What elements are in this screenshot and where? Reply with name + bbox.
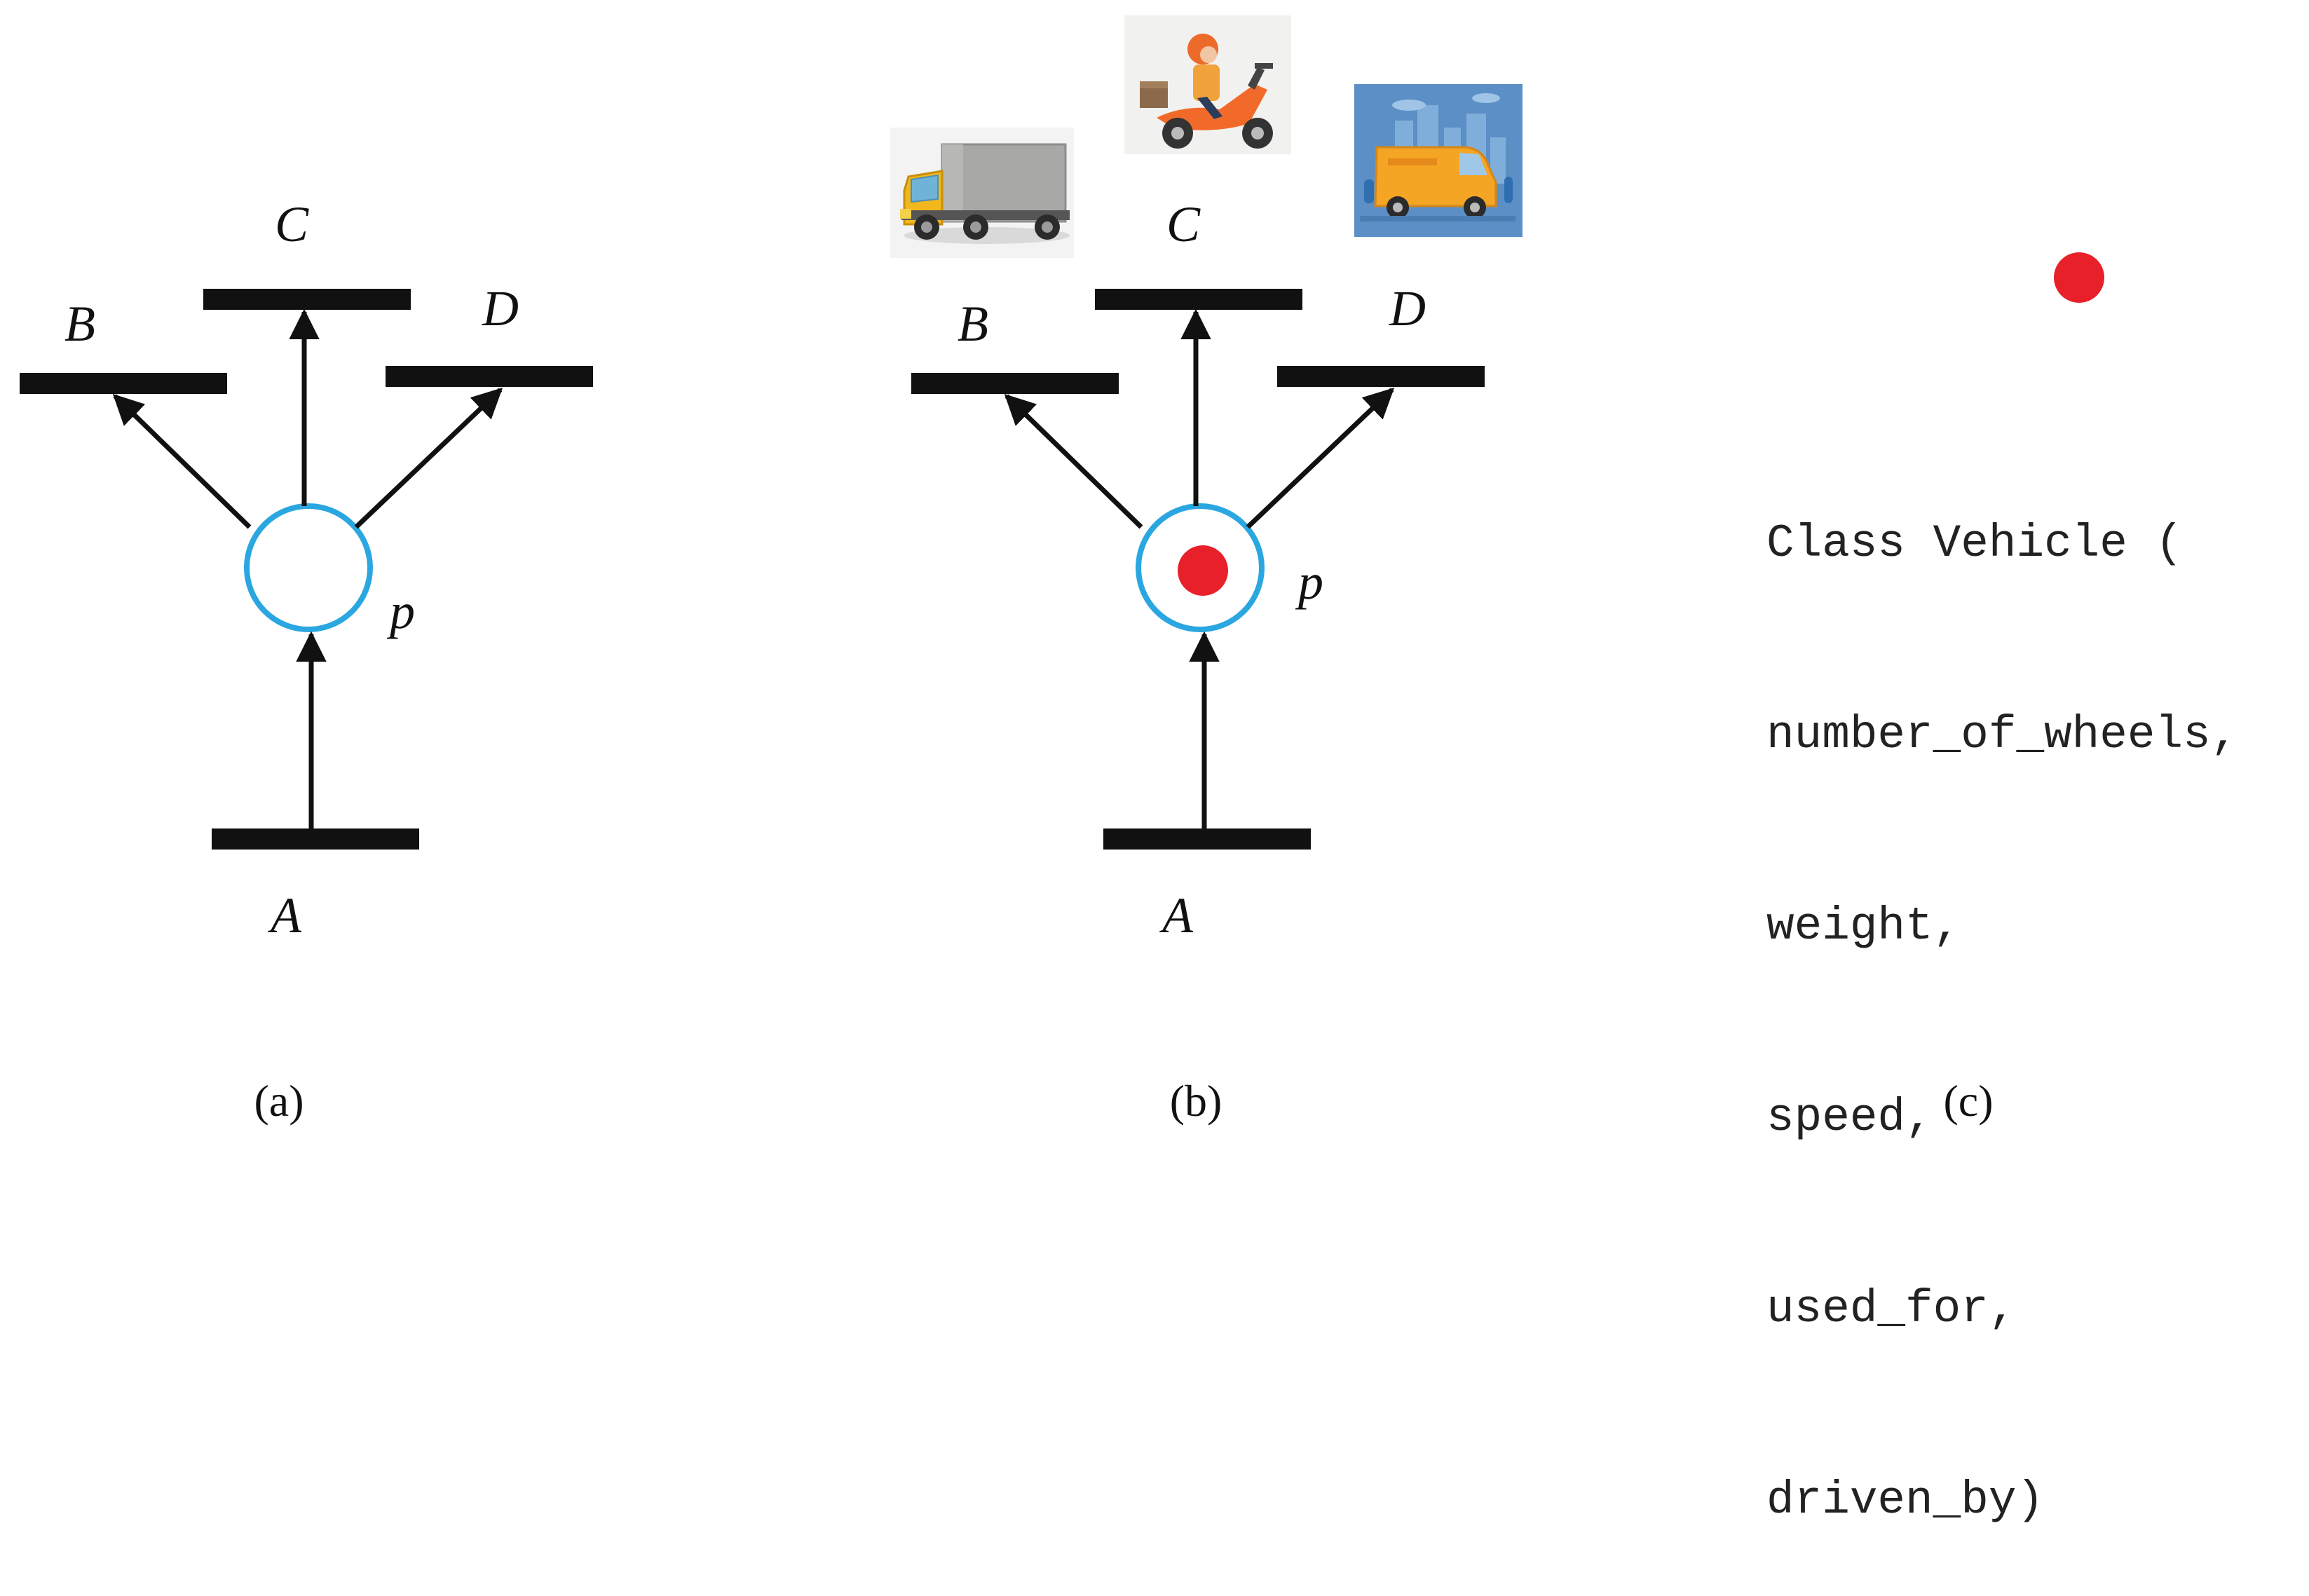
label-c: C <box>275 196 309 252</box>
code-line: number_of_wheels, <box>1766 709 2239 761</box>
caption-a: (a) <box>254 1076 304 1126</box>
code-line: used_for, <box>1766 1283 2017 1335</box>
label-b: B <box>64 296 95 352</box>
token <box>2054 252 2104 303</box>
class-definition-code: Class Vehicle ( number_of_wheels, weight… <box>1766 384 2238 1596</box>
transition-c <box>1095 289 1302 310</box>
transition-b <box>911 373 1119 394</box>
code-line: speed, <box>1766 1091 1933 1144</box>
label-a: A <box>268 887 302 943</box>
petri-net-figure: B C D p A (a) B C D p A <box>20 15 2104 1126</box>
token <box>1178 545 1228 596</box>
transition-b <box>20 373 227 394</box>
code-line: Class Vehicle ( <box>1766 517 2184 570</box>
label-d: D <box>482 280 519 336</box>
caption-c: (c) <box>1943 1076 1993 1126</box>
transition-d <box>386 366 593 387</box>
delivery-scooter-icon <box>1124 15 1291 154</box>
label-a: A <box>1159 887 1194 943</box>
transition-a <box>212 828 419 850</box>
label-p: p <box>1295 554 1323 610</box>
panel-c: (c) <box>1943 252 2104 1126</box>
label-c: C <box>1166 196 1201 252</box>
label-b: B <box>958 296 988 352</box>
delivery-van-icon <box>1354 84 1523 237</box>
code-line: weight, <box>1766 900 1961 953</box>
arc-p-to-b <box>112 393 252 529</box>
caption-b: (b) <box>1170 1076 1222 1126</box>
arc-p-to-b <box>1004 393 1143 529</box>
transition-a <box>1103 828 1311 850</box>
panel-b: B C D p A <box>890 15 1523 1126</box>
truck-icon <box>890 128 1074 258</box>
transition-c <box>203 289 411 310</box>
code-line: driven_by) <box>1766 1474 2045 1527</box>
arc-p-to-d <box>354 388 503 529</box>
place-p <box>244 503 373 632</box>
panel-a: B C D p A (a) <box>20 196 593 1126</box>
arc-p-to-d <box>1246 388 1395 529</box>
label-d: D <box>1389 280 1426 336</box>
transition-d <box>1277 366 1485 387</box>
label-p: p <box>386 583 415 639</box>
